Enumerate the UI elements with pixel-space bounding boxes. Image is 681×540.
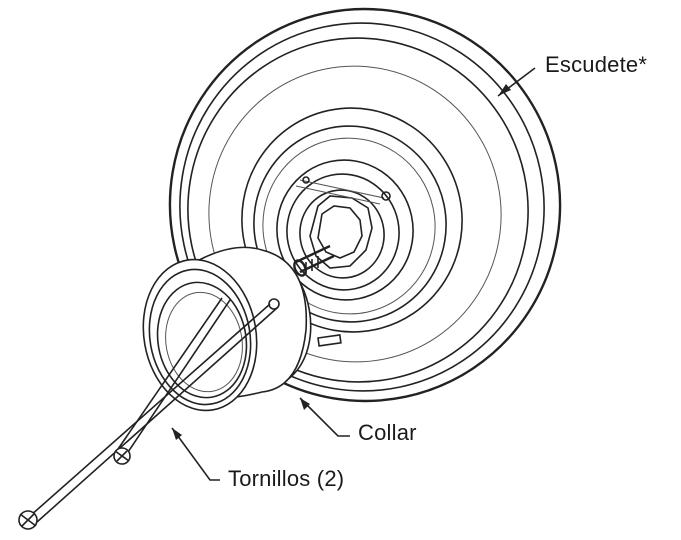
screw-1 — [18, 303, 278, 530]
leader-screws — [171, 427, 220, 481]
valve-cartridge — [276, 159, 414, 347]
leader-escutcheon — [497, 67, 536, 97]
escutcheon-label: Escudete* — [545, 52, 648, 77]
escutcheon-plate — [168, 7, 562, 403]
screws-label: Tornillos (2) — [228, 466, 345, 491]
screw-2 — [113, 297, 231, 465]
collar-ring — [142, 246, 312, 412]
collar-label: Collar — [358, 420, 417, 445]
leader-collar — [299, 397, 350, 437]
